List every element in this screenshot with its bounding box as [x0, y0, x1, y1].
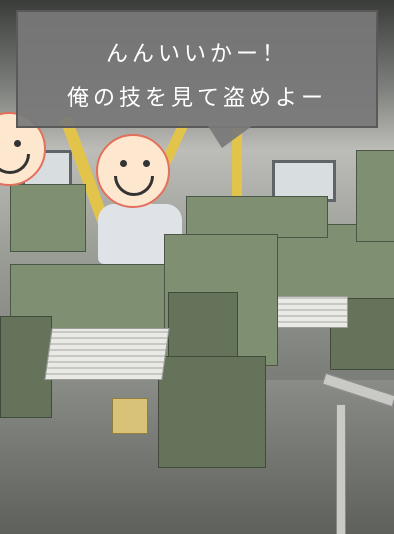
background-lathe-base — [330, 298, 394, 370]
lathe-chip-guard — [10, 184, 86, 252]
lathe-panel — [168, 292, 238, 364]
speech-bubble: んんいいかー！ 俺の技を見て盗めよー — [16, 10, 378, 128]
speech-line-2: 俺の技を見て盗めよー — [66, 86, 327, 111]
eye — [143, 160, 150, 167]
smile — [0, 154, 30, 174]
yellow-truss — [232, 128, 242, 208]
speech-bubble-tail — [208, 126, 252, 148]
eye — [14, 140, 21, 147]
background-machine — [356, 150, 394, 242]
newspaper — [272, 296, 348, 328]
speech-line-1: んんいいかー！ — [105, 42, 288, 67]
lathe-leg — [0, 316, 52, 418]
smile — [114, 176, 154, 196]
window — [272, 160, 336, 202]
eye — [120, 160, 127, 167]
newspaper — [44, 328, 170, 380]
background-lathe — [186, 196, 328, 238]
box — [112, 398, 148, 434]
smiley-face-icon — [96, 134, 170, 208]
railing — [336, 404, 346, 534]
lathe-base — [158, 356, 266, 468]
